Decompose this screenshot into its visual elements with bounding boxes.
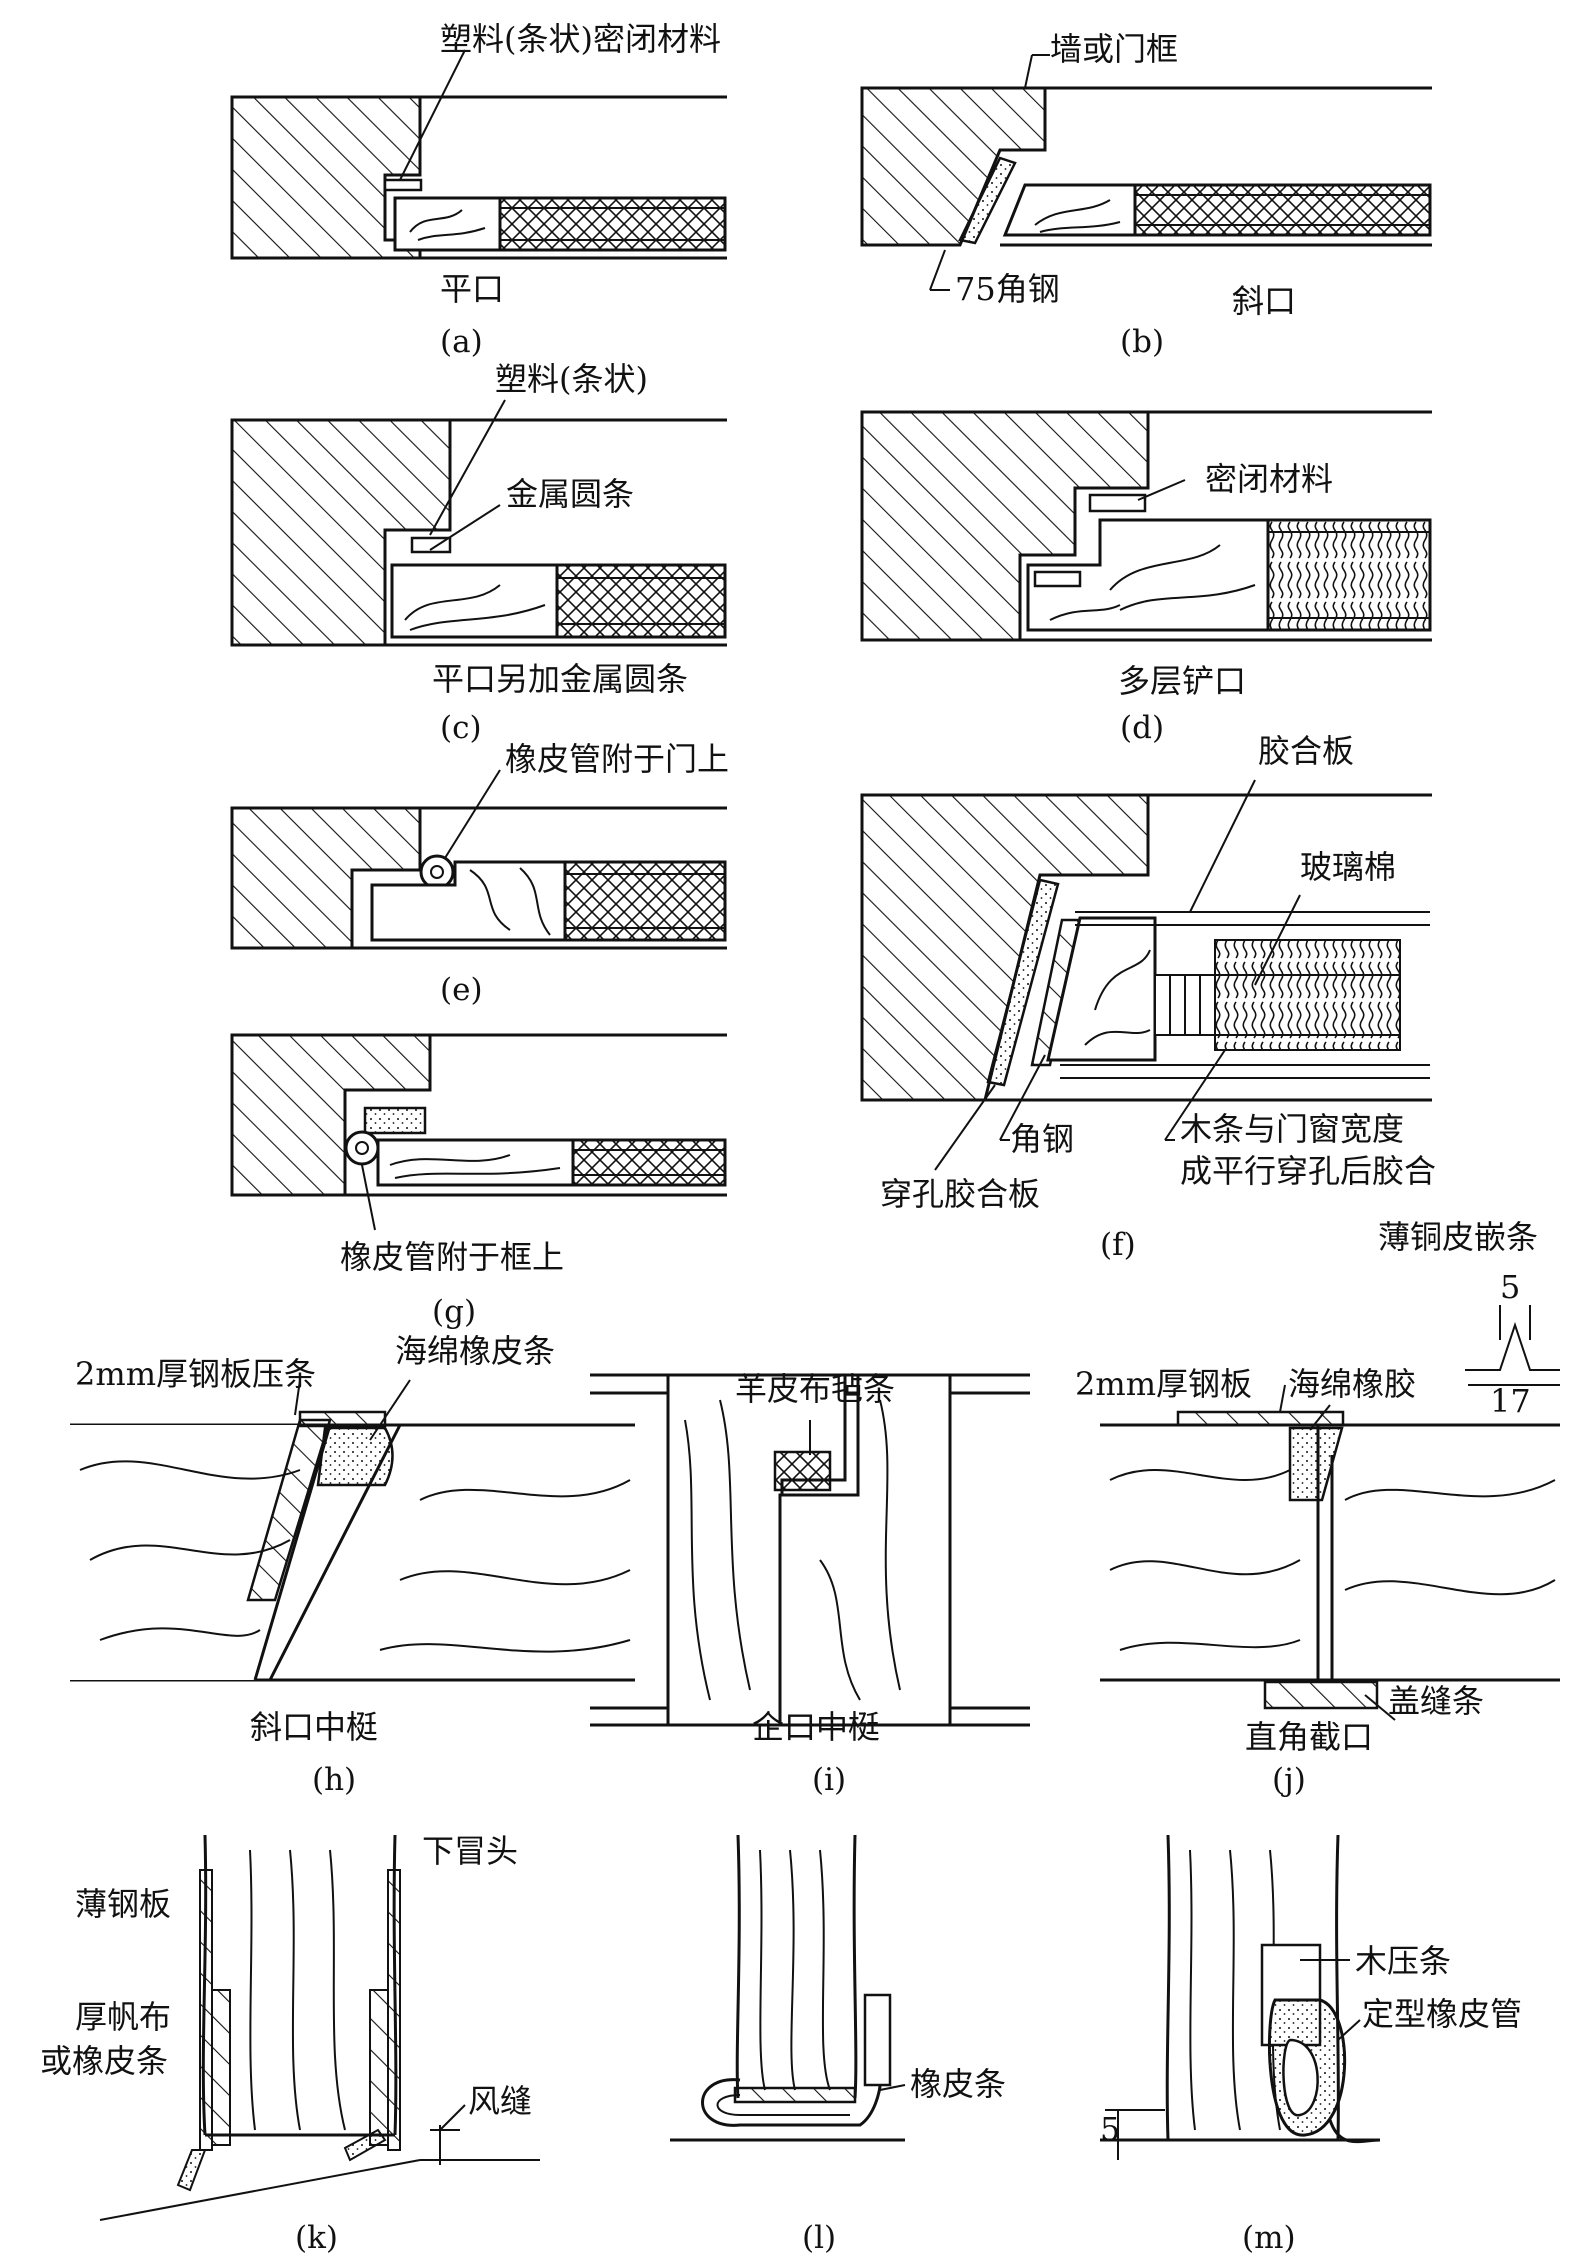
caption-a: (a) (440, 324, 483, 360)
label-c-name: 平口另加金属圆条 (432, 660, 688, 698)
label-e-tube: 橡皮管附于门上 (505, 740, 729, 778)
door-leaf-a (393, 196, 502, 252)
seal-strip-a (383, 178, 423, 192)
detail-h: 2mm厚钢板压条 海绵橡皮条 斜口中梃 (h) (70, 1332, 635, 1798)
label-f-glass-wool: 玻璃棉 (1300, 848, 1396, 886)
label-j-cover: 盖缝条 (1388, 1682, 1484, 1720)
label-j-dim17: 17 (1490, 1382, 1531, 1420)
perforated-plywood-f (986, 878, 1060, 1087)
label-f-strips-2: 成平行穿孔后胶合 (1180, 1152, 1436, 1190)
rubber-strip-l (701, 2078, 882, 2127)
caption-m: (m) (1242, 2220, 1296, 2256)
caption-c: (c) (440, 710, 482, 746)
label-d-seal: 密闭材料 (1205, 460, 1333, 498)
detail-j: 薄铜皮嵌条 5 17 2mm厚钢板 海绵橡胶 直角截口 盖缝条 (j) (1075, 1218, 1560, 1798)
label-f-plywood: 胶合板 (1258, 732, 1354, 770)
seal-material-d (1088, 493, 1147, 513)
detail-e: 橡皮管附于门上 (e) (230, 740, 729, 1008)
door-leaf-g (376, 1138, 575, 1187)
sponge-strip-h (316, 1426, 394, 1487)
label-c-rod: 金属圆条 (506, 475, 634, 513)
mullion-right-i (778, 1373, 952, 1727)
label-a-name: 平口 (440, 270, 504, 308)
label-j-plate: 2mm厚钢板 (1075, 1365, 1252, 1403)
cover-strip-j (1263, 1680, 1379, 1710)
label-d-name: 多层铲口 (1118, 662, 1246, 700)
detail-c: 塑料(条状) 金属圆条 平口另加金属圆条 (c) (230, 360, 727, 746)
label-k-canvas-2: 或橡皮条 (40, 2042, 168, 2080)
label-m-dim5: 5 (1100, 2110, 1120, 2148)
label-a-seal: 塑料(条状)密闭材料 (440, 20, 721, 58)
detail-i: 羊皮布毡条 企口中梃 (i) (590, 1370, 1030, 1798)
canvas-left-k (211, 1989, 231, 2146)
caption-b: (b) (1120, 324, 1164, 360)
label-h-sponge: 海绵橡皮条 (395, 1332, 555, 1370)
label-m-tube: 定型橡皮管 (1362, 1995, 1522, 2033)
felt-strip-i (773, 1450, 832, 1492)
label-b-name: 斜口 (1232, 282, 1296, 320)
canvas-right-k (369, 1989, 389, 2146)
steel-strip-l (733, 2086, 857, 2104)
label-k-head: 下冒头 (422, 1832, 518, 1870)
detail-g: 橡皮管附于框上 (g) (230, 1033, 727, 1330)
label-c-plastic: 塑料(条状) (495, 360, 648, 398)
label-i-name: 企口中梃 (752, 1708, 880, 1746)
copper-strip-j (1465, 1321, 1560, 1371)
label-k-gap: 风缝 (468, 2082, 532, 2120)
detail-b: 墙或门框 75角钢 斜口 (b) (860, 30, 1432, 360)
caption-g: (g) (432, 1294, 476, 1330)
angle-steel-f (1030, 918, 1082, 1067)
label-b-frame: 墙或门框 (1050, 30, 1178, 68)
label-i-felt: 羊皮布毡条 (735, 1370, 895, 1408)
label-j-dim5: 5 (1500, 1268, 1520, 1306)
label-j-copper: 薄铜皮嵌条 (1378, 1218, 1538, 1256)
angle-steel-b (958, 156, 1017, 245)
detail-a: 塑料(条状)密闭材料 平口 (a) (230, 20, 727, 360)
caption-h: (h) (312, 1762, 356, 1798)
label-k-canvas-1: 厚帆布 (75, 1998, 171, 2036)
caption-e: (e) (440, 972, 483, 1008)
label-j-sponge: 海绵橡胶 (1288, 1365, 1416, 1403)
sponge-rubber-j (1288, 1426, 1344, 1502)
caption-k: (k) (295, 2220, 338, 2256)
detail-d: 密闭材料 多层铲口 (d) (860, 410, 1432, 746)
label-j-name: 直角截口 (1245, 1718, 1373, 1756)
label-k-steel: 薄钢板 (75, 1885, 171, 1923)
detail-f: 胶合板 玻璃棉 角钢 木条与门窗宽度 成平行穿孔后胶合 穿孔胶合板 (f) (860, 732, 1436, 1263)
plastic-strip-c (410, 536, 452, 554)
label-m-strip: 木压条 (1355, 1942, 1451, 1980)
thin-steel-left-k (199, 1869, 213, 2151)
thin-steel-right-k (387, 1869, 401, 2151)
caption-f: (f) (1100, 1227, 1136, 1263)
label-f-perforated: 穿孔胶合板 (880, 1175, 1040, 1213)
caption-i: (i) (812, 1762, 846, 1798)
caption-j: (j) (1272, 1762, 1306, 1798)
label-f-angle: 角钢 (1010, 1120, 1074, 1158)
label-l-rubber: 橡皮条 (910, 2065, 1006, 2103)
label-h-plate: 2mm厚钢板压条 (75, 1355, 316, 1393)
detail-m: 5 木压条 定型橡皮管 (m) (1100, 1834, 1522, 2256)
steel-plate-j (1176, 1410, 1345, 1427)
label-b-angle: 75角钢 (955, 270, 1060, 308)
caption-l: (l) (802, 2220, 836, 2256)
label-f-strips-1: 木条与门窗宽度 (1180, 1110, 1404, 1148)
door-leaf-c (390, 563, 559, 639)
glass-wool-f (1214, 939, 1401, 1051)
caption-d: (d) (1120, 710, 1164, 746)
detail-l: 橡皮条 (l) (670, 1834, 1006, 2256)
label-h-name: 斜口中梃 (250, 1708, 378, 1746)
label-g-tube: 橡皮管附于框上 (340, 1238, 564, 1276)
detail-k: 下冒头 薄钢板 厚帆布 或橡皮条 风缝 (k) (40, 1832, 540, 2256)
